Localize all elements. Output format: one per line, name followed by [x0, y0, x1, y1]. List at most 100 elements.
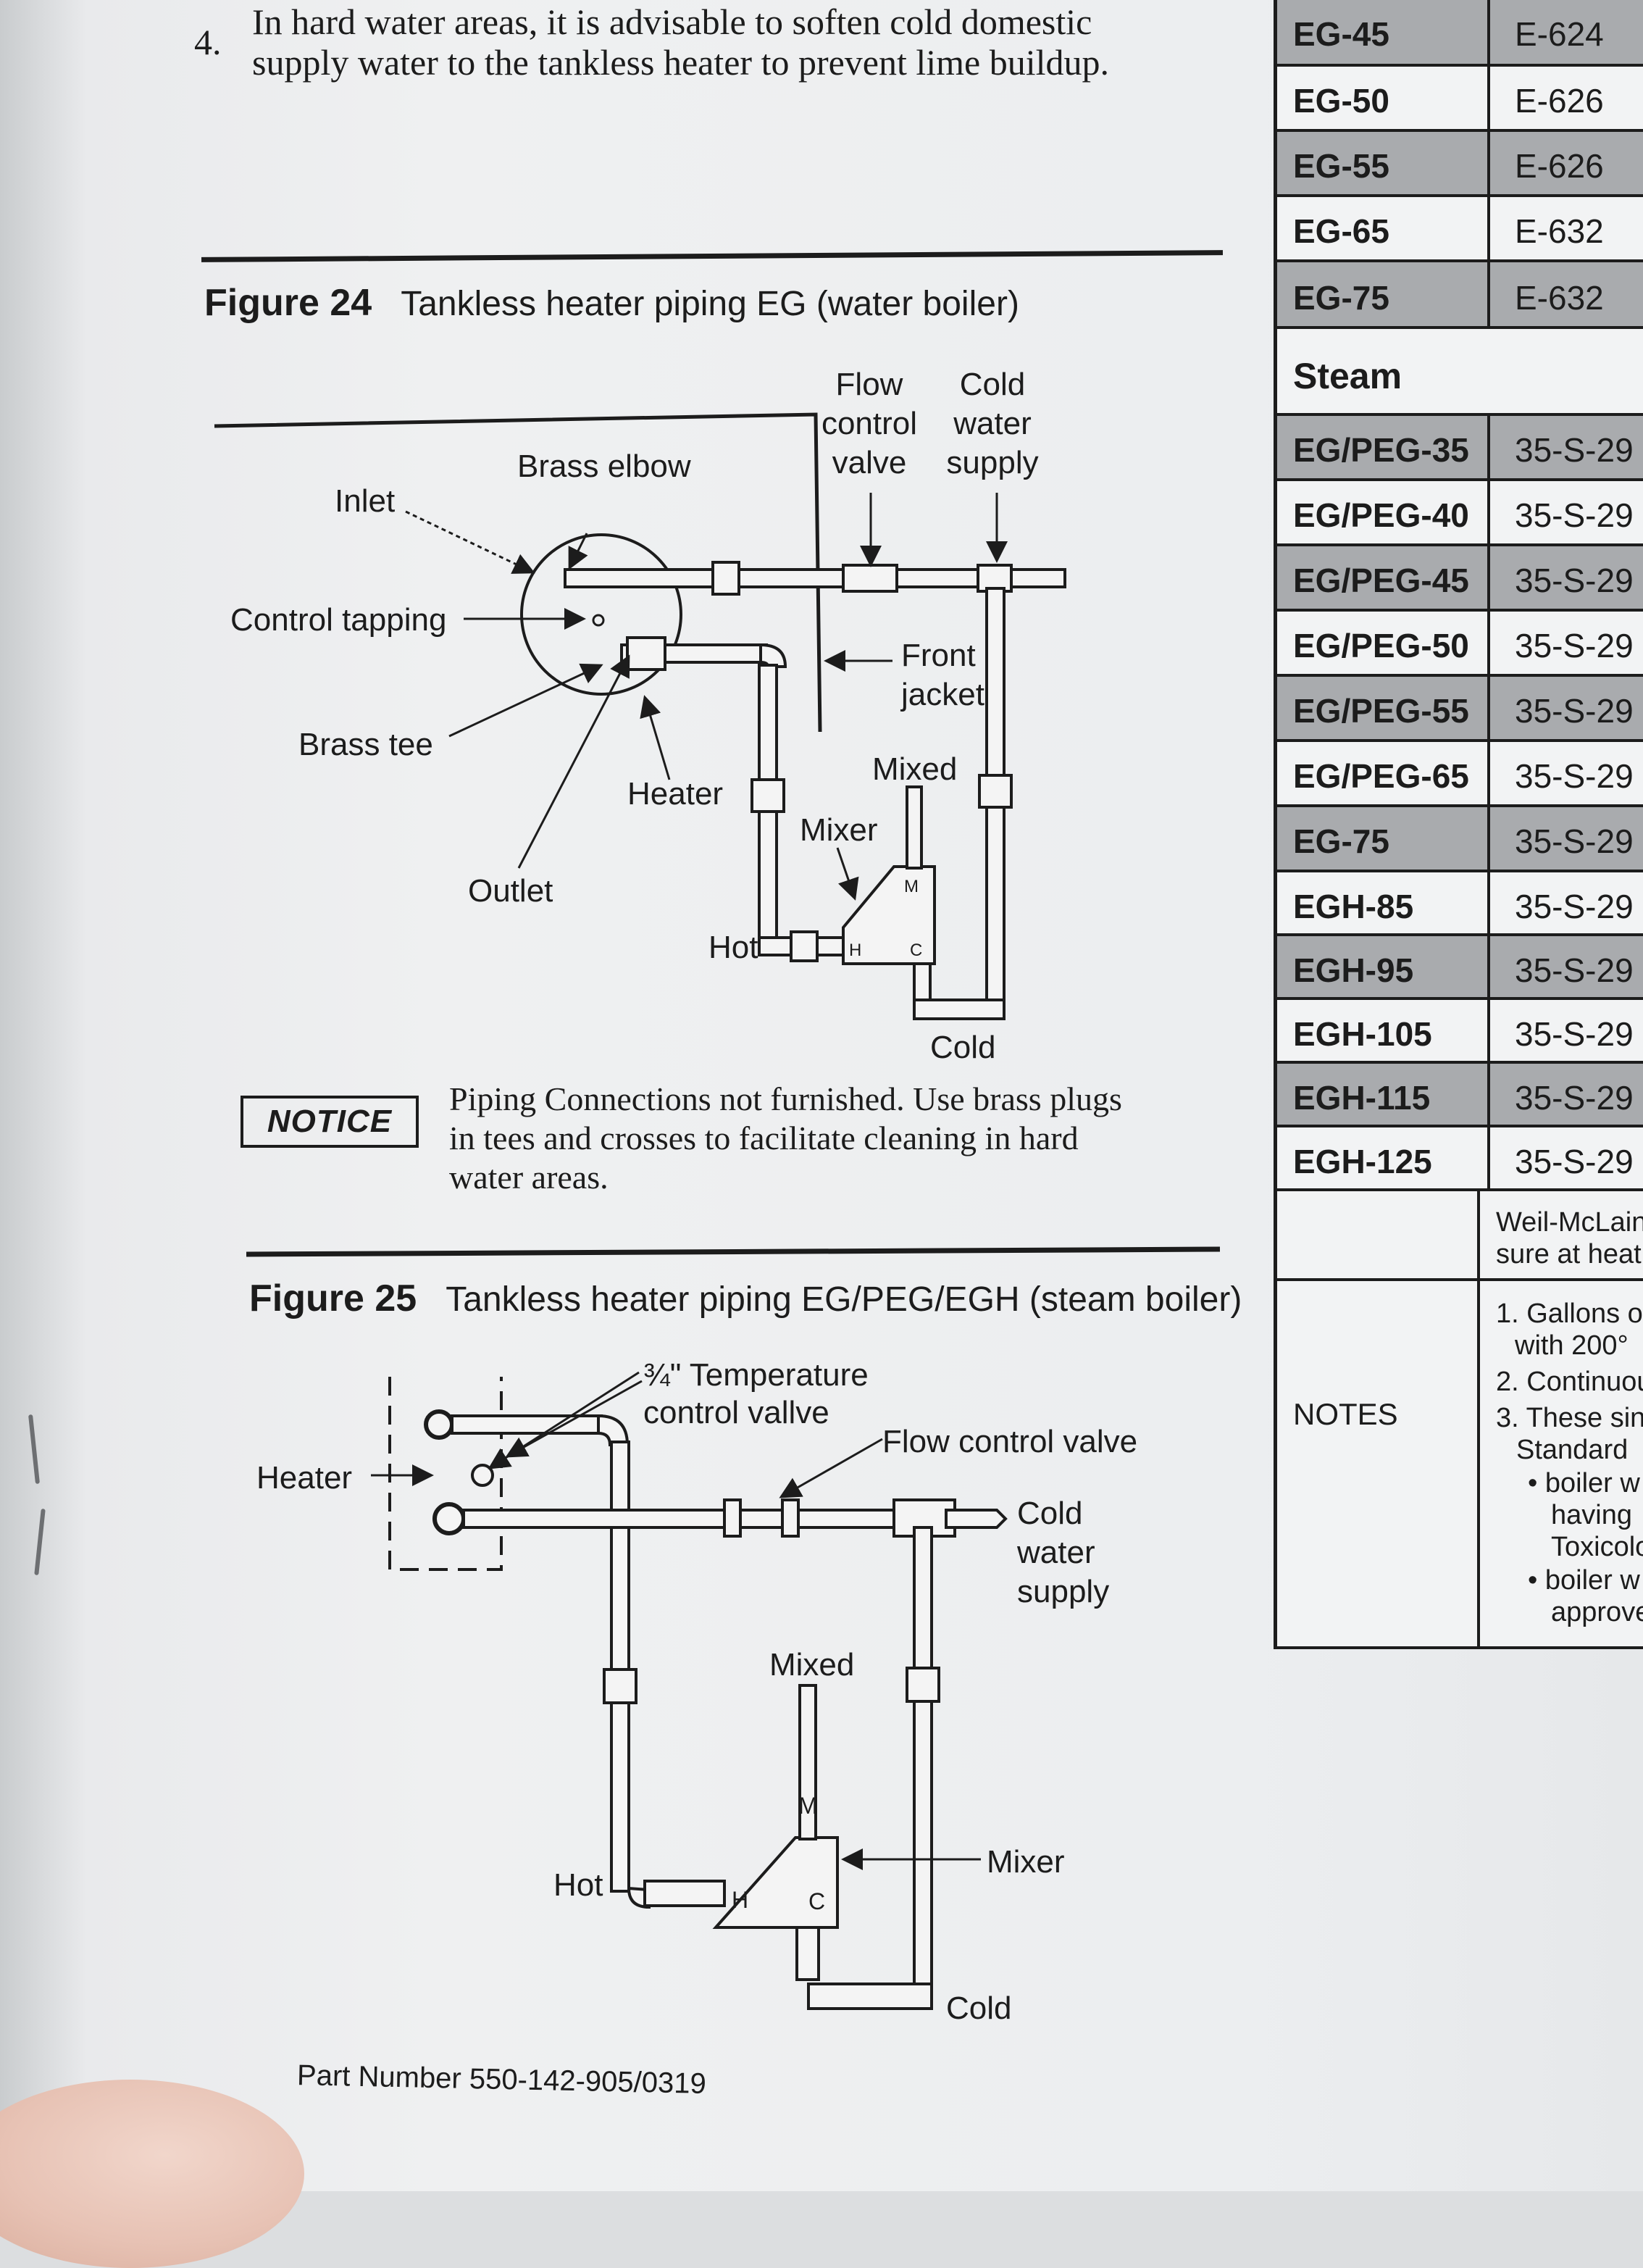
fig24-label-cold: Cold: [930, 1030, 996, 1065]
notes-divider: [1477, 1191, 1480, 1649]
fig24-label-brass-tee: Brass tee: [298, 727, 433, 762]
fig25-cold-line-2: water: [1017, 1535, 1095, 1570]
fig24-flow-line-2: control: [821, 406, 918, 441]
fig25-cold-line-3: supply: [1017, 1574, 1110, 1609]
note-line: having: [1551, 1500, 1632, 1530]
footer-note-row: Weil-McLain sure at heat: [1277, 1191, 1643, 1281]
table-row: EGH-105 35-S-29: [1277, 1000, 1643, 1064]
notice-line-3: water areas.: [449, 1159, 609, 1196]
fig25-label-flow-control-valve: Flow control valve: [882, 1424, 1138, 1459]
fig24-label-control-tapping: Control tapping: [230, 602, 447, 638]
code-cell: 35-S-29: [1487, 416, 1643, 478]
note-line: 3. These sin: [1496, 1403, 1643, 1433]
notice-line-1: Piping Connections not furnished. Use br…: [449, 1080, 1122, 1117]
fig25-label-hot: Hot: [553, 1867, 603, 1903]
note-line: 2. Continuou: [1496, 1367, 1643, 1397]
note-line: with 200°: [1515, 1330, 1629, 1361]
fig25-mixer-c: C: [808, 1888, 826, 1914]
note-line: • boiler w: [1528, 1565, 1640, 1596]
code-cell: 35-S-29: [1487, 612, 1643, 674]
note-line: • boiler w: [1528, 1468, 1640, 1498]
fig24-cold-line-3: supply: [946, 445, 1039, 480]
note-line: 1. Gallons o: [1496, 1298, 1643, 1329]
fig25-temp-line-2: control vallve: [643, 1395, 829, 1430]
table-row: EG-75 35-S-29: [1277, 807, 1643, 872]
table-row: EG/PEG-45 35-S-29: [1277, 546, 1643, 612]
note-line: Standard: [1516, 1435, 1629, 1465]
model-cell: EG-75: [1293, 279, 1389, 317]
code-cell: 35-S-29: [1487, 546, 1643, 609]
fig24-label-hot: Hot: [708, 930, 758, 965]
table-row: EG-45 E-624: [1277, 0, 1643, 67]
table-row: EGH-125 35-S-29: [1277, 1127, 1643, 1191]
table-row: EG-75 E-632: [1277, 262, 1643, 329]
table-row: EG/PEG-55 35-S-29: [1277, 677, 1643, 742]
fig24-label-inlet: Inlet: [335, 483, 396, 519]
fig25-label-mixed: Mixed: [769, 1647, 855, 1683]
fig24-label-cold-water-supply: Cold water supply: [942, 365, 1043, 483]
fig24-mixer-m: M: [904, 877, 919, 896]
fig25-temp-line-1: ¾" Temperature: [643, 1357, 869, 1393]
fig24-label-brass-elbow: Brass elbow: [517, 449, 691, 484]
fig24-flow-line-1: Flow: [835, 367, 903, 402]
notice-badge: NOTICE: [241, 1096, 419, 1148]
fig24-front-jacket-line-1: Front: [901, 638, 976, 673]
fig25-mixer-h: H: [732, 1887, 749, 1913]
figure-24-diagram: [214, 412, 1066, 2010]
model-cell: EG/PEG-35: [1293, 431, 1469, 469]
note-line: approve: [1551, 1597, 1643, 1627]
table-row: EG/PEG-65 35-S-29: [1277, 742, 1643, 807]
note-line: Toxicolo: [1551, 1532, 1643, 1562]
figure-24-caption: Tankless heater piping EG (water boiler): [401, 285, 1019, 323]
notes-label: NOTES: [1293, 1397, 1398, 1431]
model-cell: EGH-85: [1293, 888, 1414, 925]
code-cell: 35-S-29: [1487, 742, 1643, 804]
fig25-label-mixer: Mixer: [987, 1844, 1065, 1880]
fig24-cold-line-1: Cold: [959, 367, 1026, 402]
fig25-mixer-m: M: [798, 1793, 818, 1819]
step-line-1: In hard water areas, it is advisable to …: [252, 1, 1092, 42]
code-cell: 35-S-29: [1487, 936, 1643, 997]
footer-note-line-2: sure at heat: [1496, 1239, 1642, 1270]
table-row: EGH-115 35-S-29: [1277, 1064, 1643, 1127]
code-cell: 35-S-29: [1487, 1000, 1643, 1061]
notice-line-2: in tees and crosses to facilitate cleani…: [449, 1120, 1079, 1156]
model-cell: EG/PEG-45: [1293, 562, 1469, 599]
fig25-label-cold: Cold: [946, 1990, 1012, 2026]
model-cell: EGH-125: [1293, 1143, 1432, 1180]
code-cell: 35-S-29: [1487, 1064, 1643, 1125]
table-row: EGH-85 35-S-29: [1277, 872, 1643, 936]
figure-24-title: Figure 24 Tankless heater piping EG (wate…: [204, 281, 1019, 325]
fig24-label-mixed: Mixed: [872, 751, 958, 787]
code-cell: 35-S-29: [1487, 872, 1643, 933]
figure-24-number: Figure 24: [204, 282, 372, 324]
model-cell: EG-65: [1293, 212, 1389, 250]
step-number: 4.: [194, 22, 222, 62]
figure-25-number: Figure 25: [249, 1277, 417, 1319]
fig24-mixer-c: C: [910, 941, 923, 960]
model-cell: EG/PEG-65: [1293, 757, 1469, 795]
model-cell: EGH-105: [1293, 1015, 1432, 1053]
notice-text: Piping Connections not furnished. Use br…: [449, 1080, 1217, 1197]
code-cell: E-624: [1487, 0, 1643, 64]
step-line-2: supply water to the tankless heater to p…: [252, 42, 1110, 83]
code-cell: 35-S-29: [1487, 1127, 1643, 1188]
model-cell: EG-55: [1293, 147, 1389, 185]
table-row: EG-50 E-626: [1277, 67, 1643, 132]
fig24-mixer-h: H: [849, 941, 862, 960]
model-cell: EG/PEG-55: [1293, 692, 1469, 730]
model-cell: EG-75: [1293, 822, 1389, 860]
fig24-label-front-jacket: Front jacket: [901, 636, 984, 714]
model-cell: EG/PEG-40: [1293, 496, 1469, 534]
fig25-label-heater: Heater: [256, 1460, 353, 1496]
notes-row: NOTES 1. Gallons o with 200° 2. Continuo…: [1277, 1281, 1643, 1649]
model-cell: EGH-115: [1293, 1079, 1431, 1117]
code-cell: 35-S-29: [1487, 677, 1643, 739]
code-cell: 35-S-29: [1487, 481, 1643, 543]
code-cell: E-632: [1487, 262, 1643, 326]
model-cell: EGH-95: [1293, 951, 1414, 989]
fig24-label-flow-control-valve: Flow control valve: [820, 365, 919, 483]
fig24-label-heater: Heater: [627, 776, 724, 812]
